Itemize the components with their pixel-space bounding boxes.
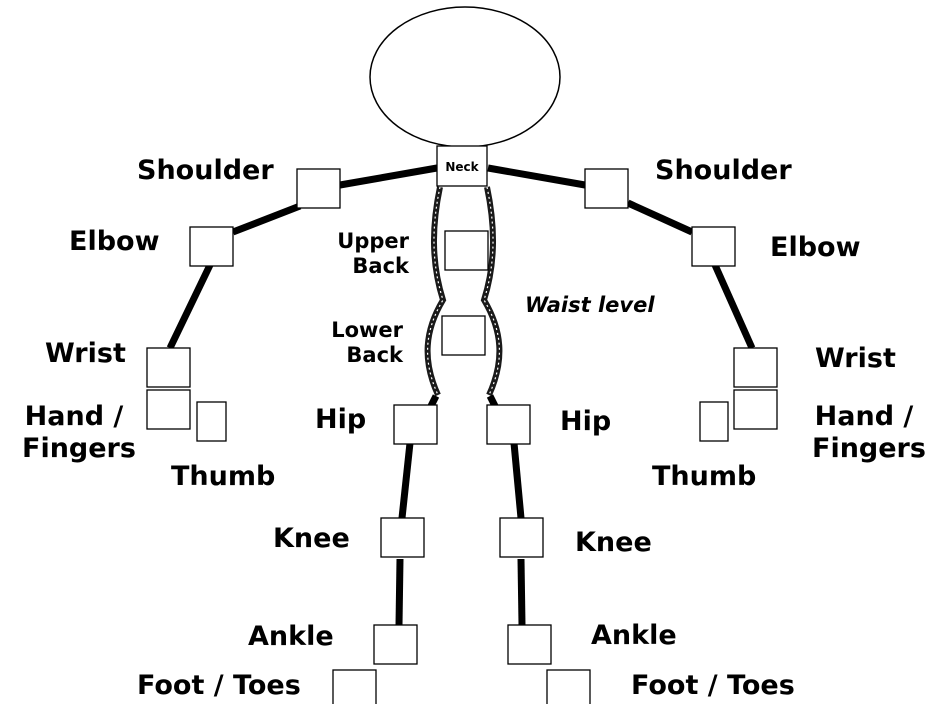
- right-hand-label: Hand / Fingers: [812, 401, 916, 466]
- right-wrist-box[interactable]: [734, 348, 777, 387]
- right-shoulder-line: [488, 168, 585, 185]
- left-forearm-line: [170, 265, 210, 348]
- right-knee-box[interactable]: [500, 518, 543, 557]
- right-shin-line: [521, 559, 522, 625]
- left-hand-line2: Fingers: [22, 433, 136, 464]
- left-thumb-box[interactable]: [197, 402, 226, 441]
- neck-label: Neck: [445, 160, 479, 174]
- right-hip-label: Hip: [560, 408, 611, 435]
- right-forearm-line: [715, 265, 752, 348]
- left-knee-label: Knee: [273, 525, 350, 552]
- right-thigh-line: [514, 443, 521, 518]
- left-hand-line1: Hand /: [25, 401, 124, 432]
- left-thigh-line: [402, 443, 410, 518]
- right-thumb-label: Thumb: [652, 463, 756, 490]
- upper-back-line2: Back: [352, 254, 409, 278]
- left-foot-label: Foot / Toes: [137, 672, 301, 699]
- upper-back-label: Upper Back: [331, 229, 409, 279]
- left-ankle-label: Ankle: [248, 623, 334, 650]
- left-knee-box[interactable]: [381, 518, 424, 557]
- right-upper-arm-line: [628, 203, 692, 232]
- right-hand-box[interactable]: [734, 390, 777, 429]
- left-shoulder-label: Shoulder: [137, 157, 274, 184]
- lower-back-line2: Back: [346, 343, 403, 367]
- right-shoulder-box[interactable]: [585, 169, 628, 208]
- left-foot-box[interactable]: [333, 670, 376, 704]
- right-knee-label: Knee: [575, 529, 652, 556]
- left-wrist-box[interactable]: [147, 348, 190, 387]
- right-wrist-label: Wrist: [815, 345, 896, 372]
- right-ankle-box[interactable]: [508, 625, 551, 664]
- right-hand-line1: Hand /: [815, 401, 914, 432]
- lower-back-label: Lower Back: [323, 318, 403, 368]
- right-thumb-box[interactable]: [700, 402, 728, 441]
- left-thumb-label: Thumb: [171, 463, 275, 490]
- right-hand-line2: Fingers: [812, 433, 926, 464]
- left-hip-label: Hip: [315, 406, 366, 433]
- right-elbow-label: Elbow: [770, 234, 861, 261]
- right-foot-box[interactable]: [547, 670, 590, 704]
- right-shoulder-label: Shoulder: [655, 157, 792, 184]
- left-shoulder-box[interactable]: [297, 169, 340, 208]
- left-upper-arm-line: [233, 206, 300, 232]
- left-elbow-box[interactable]: [190, 227, 233, 266]
- left-shoulder-line: [340, 168, 437, 185]
- left-elbow-label: Elbow: [69, 228, 160, 255]
- right-elbow-box[interactable]: [692, 227, 735, 266]
- lower-back-line1: Lower: [331, 318, 403, 342]
- lower-back-box[interactable]: [442, 316, 485, 355]
- left-hip-box[interactable]: [394, 405, 437, 444]
- upper-back-line1: Upper: [337, 229, 409, 253]
- right-foot-label: Foot / Toes: [631, 672, 795, 699]
- waist-level-label: Waist level: [525, 295, 655, 316]
- left-ankle-box[interactable]: [374, 625, 417, 664]
- left-hand-box[interactable]: [147, 390, 190, 429]
- left-shin-line: [399, 559, 400, 625]
- right-ankle-label: Ankle: [591, 622, 677, 649]
- upper-back-box[interactable]: [445, 231, 488, 270]
- left-hand-label: Hand / Fingers: [22, 401, 126, 466]
- right-hip-box[interactable]: [487, 405, 530, 444]
- head-outline: [370, 7, 560, 147]
- left-wrist-label: Wrist: [45, 340, 126, 367]
